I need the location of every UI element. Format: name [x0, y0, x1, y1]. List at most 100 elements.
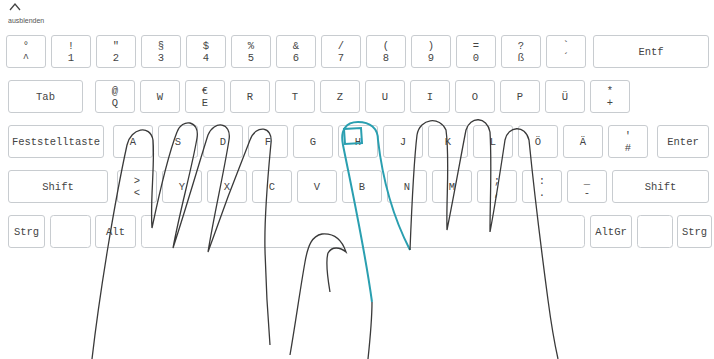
key-legend: K: [445, 136, 451, 148]
key-legend: ,: [494, 187, 500, 199]
key-legend: C: [269, 181, 275, 193]
key-legend: >: [134, 175, 140, 187]
key-legend: Z: [337, 91, 343, 103]
key-legend: +: [607, 97, 613, 109]
keyboard-key: §3: [141, 35, 181, 68]
key-legend: ^: [23, 52, 29, 64]
keyboard-key: )9: [411, 35, 451, 68]
space-bar: [142, 216, 585, 248]
key-legend: W: [157, 91, 163, 103]
keyboard-key: Strg: [677, 215, 712, 248]
key-legend: A: [130, 136, 136, 148]
keyboard-key: *+: [590, 80, 630, 113]
keyboard-key: %5: [231, 35, 271, 68]
key-legend: X: [224, 181, 230, 193]
key-legend: Tab: [36, 91, 55, 103]
key-legend: €: [202, 85, 208, 97]
key-legend: T: [292, 91, 298, 103]
key-legend: Q: [112, 97, 118, 109]
key-legend: -: [584, 187, 590, 199]
keyboard-key: Shift: [612, 170, 709, 203]
key-legend: Ö: [535, 136, 541, 148]
keyboard-key: Ü: [545, 80, 585, 113]
key-legend: °: [23, 40, 29, 52]
key-legend: ): [428, 40, 434, 52]
keyboard-key: ?ß: [501, 35, 541, 68]
keyboard-key: Ä: [563, 125, 603, 158]
keyboard-key: K: [428, 125, 468, 158]
key-legend: ': [625, 130, 631, 142]
key-legend: N: [404, 181, 410, 193]
keyboard-key: B: [342, 170, 382, 203]
key-legend: 3: [158, 52, 164, 64]
keyboard-key: /7: [321, 35, 361, 68]
key-legend: Shift: [645, 181, 677, 193]
key-legend: !: [68, 40, 74, 52]
key-legend: M: [449, 181, 455, 193]
collapse-chevron: [10, 4, 20, 10]
keyboard-key: €E: [185, 80, 225, 113]
key-legend: F: [265, 136, 271, 148]
key-legend: 2: [113, 52, 119, 64]
keyboard-key: (8: [366, 35, 406, 68]
key-legend: 7: [338, 52, 344, 64]
key-legend: Entf: [638, 46, 663, 58]
key-legend: R: [247, 91, 253, 103]
key-legend: J: [400, 136, 406, 148]
highlighted-finger: [342, 122, 410, 302]
keyboard-key: C: [252, 170, 292, 203]
keyboard-key: M: [432, 170, 472, 203]
keyboard-key: S: [158, 125, 198, 158]
keyboard-key: '#: [608, 125, 648, 158]
key-legend: 0: [473, 52, 479, 64]
key-legend: 8: [383, 52, 389, 64]
key-legend: @: [112, 85, 118, 97]
key-legend: `: [563, 40, 569, 52]
key-legend: Shift: [42, 181, 74, 193]
key-legend: E: [202, 97, 208, 109]
finger-nail: [344, 128, 362, 144]
keyboard-key: N: [387, 170, 427, 203]
keyboard-key: Z: [320, 80, 360, 113]
keyboard-key: !1: [51, 35, 91, 68]
key-legend: S: [175, 136, 181, 148]
keyboard-key: P: [500, 80, 540, 113]
key-legend: /: [338, 40, 344, 52]
key-legend: %: [248, 40, 254, 52]
palm-outline: [368, 302, 372, 359]
keyboard-key: X: [207, 170, 247, 203]
keyboard-key: Entf: [593, 35, 709, 68]
key-legend: V: [314, 181, 320, 193]
key-legend: O: [472, 91, 478, 103]
keyboard-key: J: [383, 125, 423, 158]
key-legend: Ä: [580, 136, 586, 148]
keyboard-key: Enter: [657, 125, 709, 158]
keyboard-key: L: [473, 125, 513, 158]
key-legend: Strg: [14, 226, 39, 238]
keyboard-key: :.: [522, 170, 562, 203]
key-legend: Ü: [562, 91, 568, 103]
keyboard-key: °^: [6, 35, 46, 68]
left-hand-outline: [92, 123, 271, 359]
key-legend: :: [539, 175, 545, 187]
toggle-label: ausblenden: [8, 17, 44, 24]
key-legend: P: [517, 91, 523, 103]
key-legend: 4: [203, 52, 209, 64]
keyboard-key: F: [248, 125, 288, 158]
keyboard-key: Feststelltaste: [8, 125, 104, 158]
key-legend: D: [220, 136, 226, 148]
key-legend: B: [359, 181, 365, 193]
key-legend: AltGr: [595, 226, 627, 238]
keyboard-key: T: [275, 80, 315, 113]
key-legend: ?: [518, 40, 524, 52]
key-legend: ": [113, 40, 119, 52]
key-legend: $: [203, 40, 209, 52]
keyboard-key: AltGr: [590, 215, 632, 248]
keyboard-key: "2: [96, 35, 136, 68]
keyboard-key: Shift: [8, 170, 108, 203]
key-legend: <: [134, 187, 140, 199]
keyboard-key: R: [230, 80, 270, 113]
key-legend: *: [607, 85, 613, 97]
keyboard-key: Ö: [518, 125, 558, 158]
keyboard-key: Y: [162, 170, 202, 203]
